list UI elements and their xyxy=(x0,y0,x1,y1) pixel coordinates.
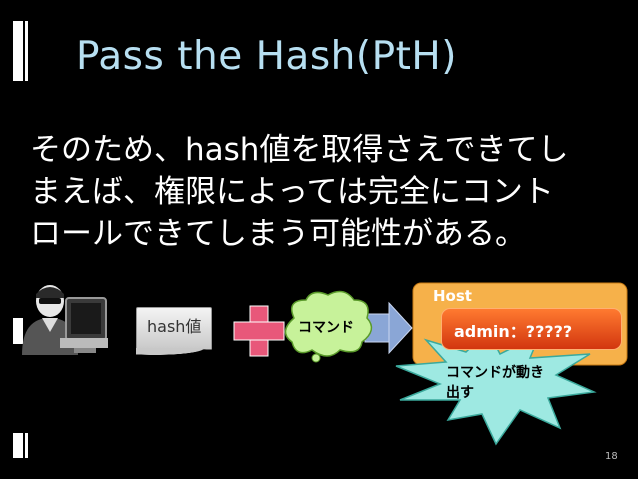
burst-line-1: コマンドが動き xyxy=(446,365,544,381)
body-line-1: そのため、hash値を取得さえできてし xyxy=(30,132,569,168)
command-cloud-shape xyxy=(284,290,373,363)
left-decor-bar-top-2 xyxy=(25,21,28,81)
body-line-2: まえば、権限によっては完全にコント xyxy=(30,174,554,210)
burst-line-2: 出す xyxy=(446,385,474,401)
left-decor-bar-top xyxy=(13,21,23,81)
host-label: Host xyxy=(433,287,472,305)
burst-shape xyxy=(395,329,597,446)
hacker-user-icon xyxy=(22,285,108,355)
burst-text: コマンドが動き 出す xyxy=(446,363,566,403)
left-decor-bar-mid xyxy=(13,318,23,344)
body-line-3: ロールできてしまう可能性がある。 xyxy=(30,216,526,252)
left-decor-bar-bottom xyxy=(13,433,23,458)
left-decor-bar-bottom-2 xyxy=(25,433,28,458)
plus-icon xyxy=(233,305,285,357)
slide-title: Pass the Hash(PtH) xyxy=(76,34,457,79)
page-number: 18 xyxy=(605,451,618,462)
admin-credential-box: admin：????? xyxy=(441,308,622,350)
command-cloud-label: コマンド xyxy=(298,320,354,336)
hash-document: hash値 xyxy=(136,307,212,356)
